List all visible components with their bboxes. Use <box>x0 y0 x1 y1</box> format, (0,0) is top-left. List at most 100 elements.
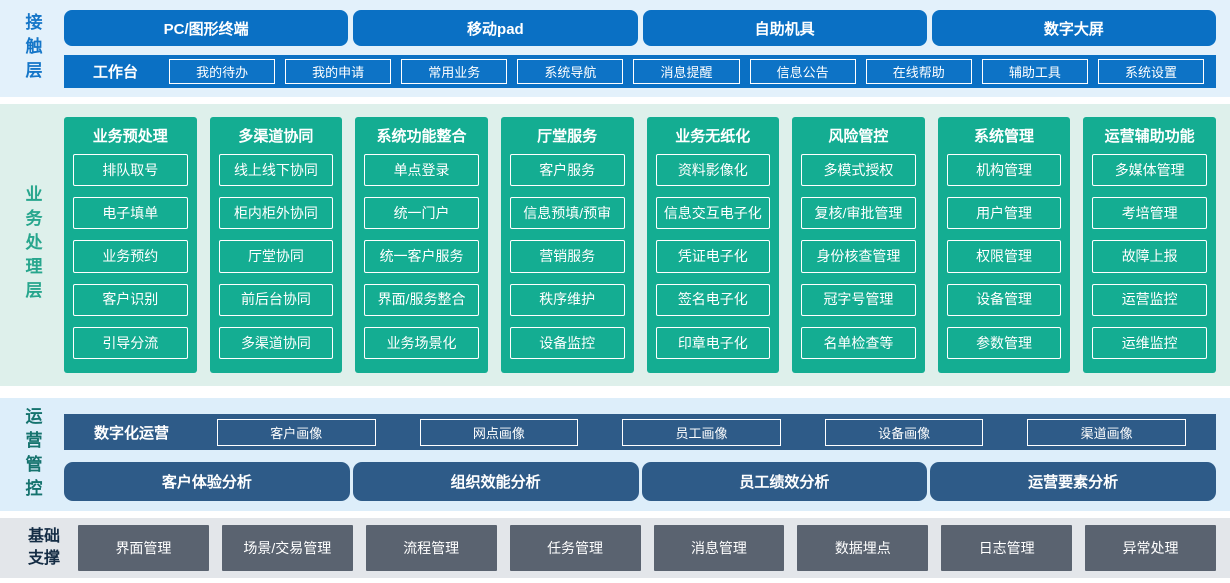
column-title: 系统管理 <box>974 128 1035 145</box>
business-column-lobby: 厅堂服务 客户服务信息预填/预审营销服务秩序维护设备监控 <box>500 117 634 373</box>
column-items: 线上线下协同柜内柜外协同厅堂协同前后台协同多渠道协同 <box>218 154 334 373</box>
business-column-opsupport: 运营辅助功能 多媒体管理考培管理故障上报运营监控运维监控 <box>1083 117 1216 373</box>
terminal-button[interactable]: 移动pad <box>353 10 638 46</box>
business-column-risk: 风险管控 多模式授权复核/审批管理身份核查管理冠字号管理名单检查等 <box>792 117 925 373</box>
foundation-button[interactable]: 任务管理 <box>509 525 641 571</box>
column-title: 业务无纸化 <box>675 128 751 145</box>
business-layer-label: 业务处理层 <box>22 185 42 305</box>
foundation-layer-section: 基础支撑 界面管理 场景/交易管理 流程管理 任务管理 消息管理 数据埋点 日志… <box>0 518 1230 578</box>
business-function-button[interactable]: 故障上报 <box>1092 240 1207 273</box>
business-function-button[interactable]: 信息交互电子化 <box>655 197 771 230</box>
business-function-button[interactable]: 柜内柜外协同 <box>218 197 334 230</box>
workbench-item-button[interactable]: 消息提醒 <box>633 59 740 84</box>
section-divider <box>0 511 1230 518</box>
column-items: 多媒体管理考培管理故障上报运营监控运维监控 <box>1092 154 1207 373</box>
column-items: 单点登录统一门户统一客户服务界面/服务整合业务场景化 <box>364 154 479 373</box>
business-function-button[interactable]: 统一门户 <box>364 197 479 230</box>
analysis-button[interactable]: 运营要素分析 <box>930 462 1216 501</box>
portrait-button[interactable]: 员工画像 <box>622 418 781 446</box>
foundation-button[interactable]: 异常处理 <box>1085 525 1216 571</box>
portrait-items: 客户画像 网点画像 员工画像 设备画像 渠道画像 <box>195 418 1208 446</box>
business-function-button[interactable]: 冠字号管理 <box>801 283 916 316</box>
analysis-button[interactable]: 员工绩效分析 <box>641 462 928 501</box>
business-function-button[interactable]: 业务场景化 <box>364 326 479 360</box>
business-function-button[interactable]: 用户管理 <box>946 197 1062 230</box>
portrait-button[interactable]: 设备画像 <box>824 418 984 446</box>
digital-ops-label: 数字化运营 <box>94 424 170 442</box>
foundation-button[interactable]: 数据埋点 <box>797 525 929 571</box>
workbench-item-button[interactable]: 信息公告 <box>749 59 856 84</box>
business-function-button[interactable]: 考培管理 <box>1092 197 1207 230</box>
business-function-button[interactable]: 凭证电子化 <box>655 240 771 273</box>
business-function-button[interactable]: 排队取号 <box>73 154 188 187</box>
workbench-item-button[interactable]: 常用业务 <box>401 59 508 84</box>
business-function-button[interactable]: 客户识别 <box>73 283 188 316</box>
business-function-button[interactable]: 秩序维护 <box>509 283 625 316</box>
business-function-button[interactable]: 线上线下协同 <box>218 154 334 187</box>
business-function-button[interactable]: 界面/服务整合 <box>364 283 479 316</box>
workbench-item-button[interactable]: 辅助工具 <box>981 59 1088 84</box>
contact-layer-label: 接触层 <box>22 12 42 85</box>
business-function-button[interactable]: 运营监控 <box>1092 283 1207 316</box>
workbench-label: 工作台 <box>93 64 139 81</box>
business-function-button[interactable]: 复核/审批管理 <box>801 197 916 230</box>
portrait-button[interactable]: 网点画像 <box>419 418 579 446</box>
workbench-item-button[interactable]: 系统设置 <box>1097 59 1204 84</box>
analysis-row: 客户体验分析 组织效能分析 员工绩效分析 运营要素分析 <box>64 462 1216 501</box>
business-function-button[interactable]: 电子填单 <box>73 197 188 230</box>
column-items: 排队取号电子填单业务预约客户识别引导分流 <box>73 154 188 373</box>
business-column-preprocess: 业务预处理 排队取号电子填单业务预约客户识别引导分流 <box>64 117 197 373</box>
business-layer-section: 业务处理层 业务预处理 排队取号电子填单业务预约客户识别引导分流 多渠道协同 线… <box>0 104 1230 386</box>
business-function-button[interactable]: 营销服务 <box>509 240 625 273</box>
workbench-item-button[interactable]: 系统导航 <box>517 59 624 84</box>
business-function-button[interactable]: 业务预约 <box>73 240 188 273</box>
business-function-button[interactable]: 多模式授权 <box>801 154 916 187</box>
business-function-button[interactable]: 统一客户服务 <box>364 240 479 273</box>
business-function-button[interactable]: 运维监控 <box>1092 326 1207 360</box>
portrait-button[interactable]: 渠道画像 <box>1027 418 1186 446</box>
foundation-button[interactable]: 日志管理 <box>941 525 1073 571</box>
business-function-button[interactable]: 信息预填/预审 <box>509 197 625 230</box>
foundation-row: 界面管理 场景/交易管理 流程管理 任务管理 消息管理 数据埋点 日志管理 异常… <box>78 525 1216 571</box>
business-function-button[interactable]: 印章电子化 <box>655 326 771 360</box>
business-function-button[interactable]: 资料影像化 <box>655 154 771 187</box>
business-function-button[interactable]: 参数管理 <box>946 326 1062 360</box>
column-title: 业务预处理 <box>92 128 168 145</box>
workbench-item-button[interactable]: 我的待办 <box>169 59 276 84</box>
analysis-button[interactable]: 组织效能分析 <box>352 462 639 501</box>
business-function-button[interactable]: 机构管理 <box>946 154 1062 187</box>
column-title: 风险管控 <box>828 128 889 145</box>
foundation-button[interactable]: 界面管理 <box>78 525 209 571</box>
business-function-button[interactable]: 设备监控 <box>509 326 625 360</box>
terminal-button[interactable]: 数字大屏 <box>931 10 1216 46</box>
foundation-button[interactable]: 场景/交易管理 <box>221 525 353 571</box>
business-function-button[interactable]: 厅堂协同 <box>218 240 334 273</box>
business-function-button[interactable]: 多媒体管理 <box>1092 154 1207 187</box>
workbench-item-button[interactable]: 我的申请 <box>285 59 392 84</box>
business-function-button[interactable]: 客户服务 <box>509 154 625 187</box>
business-function-button[interactable]: 权限管理 <box>946 240 1062 273</box>
digital-ops-bar: 数字化运营 客户画像 网点画像 员工画像 设备画像 渠道画像 <box>64 414 1216 450</box>
workbench-item-button[interactable]: 在线帮助 <box>865 59 972 84</box>
business-column-sysadmin: 系统管理 机构管理用户管理权限管理设备管理参数管理 <box>937 117 1071 373</box>
business-columns: 业务预处理 排队取号电子填单业务预约客户识别引导分流 多渠道协同 线上线下协同柜… <box>64 117 1216 373</box>
foundation-button[interactable]: 消息管理 <box>653 525 785 571</box>
column-items: 资料影像化信息交互电子化凭证电子化签名电子化印章电子化 <box>655 154 771 373</box>
business-function-button[interactable]: 引导分流 <box>73 326 188 360</box>
business-function-button[interactable]: 名单检查等 <box>801 326 916 360</box>
workbench-items: 我的待办 我的申请 常用业务 系统导航 消息提醒 信息公告 在线帮助 辅助工具 … <box>164 59 1209 84</box>
terminal-button[interactable]: 自助机具 <box>642 10 927 46</box>
business-function-button[interactable]: 身份核查管理 <box>801 240 916 273</box>
analysis-button[interactable]: 客户体验分析 <box>64 462 350 501</box>
portrait-button[interactable]: 客户画像 <box>217 418 376 446</box>
terminal-button[interactable]: PC/图形终端 <box>64 10 349 46</box>
business-function-button[interactable]: 签名电子化 <box>655 283 771 316</box>
business-function-button[interactable]: 多渠道协同 <box>218 326 334 360</box>
business-function-button[interactable]: 设备管理 <box>946 283 1062 316</box>
business-function-button[interactable]: 单点登录 <box>364 154 479 187</box>
column-title: 厅堂服务 <box>537 128 598 145</box>
business-function-button[interactable]: 前后台协同 <box>218 283 334 316</box>
business-column-paperless: 业务无纸化 资料影像化信息交互电子化凭证电子化签名电子化印章电子化 <box>646 117 780 373</box>
foundation-button[interactable]: 流程管理 <box>365 525 497 571</box>
